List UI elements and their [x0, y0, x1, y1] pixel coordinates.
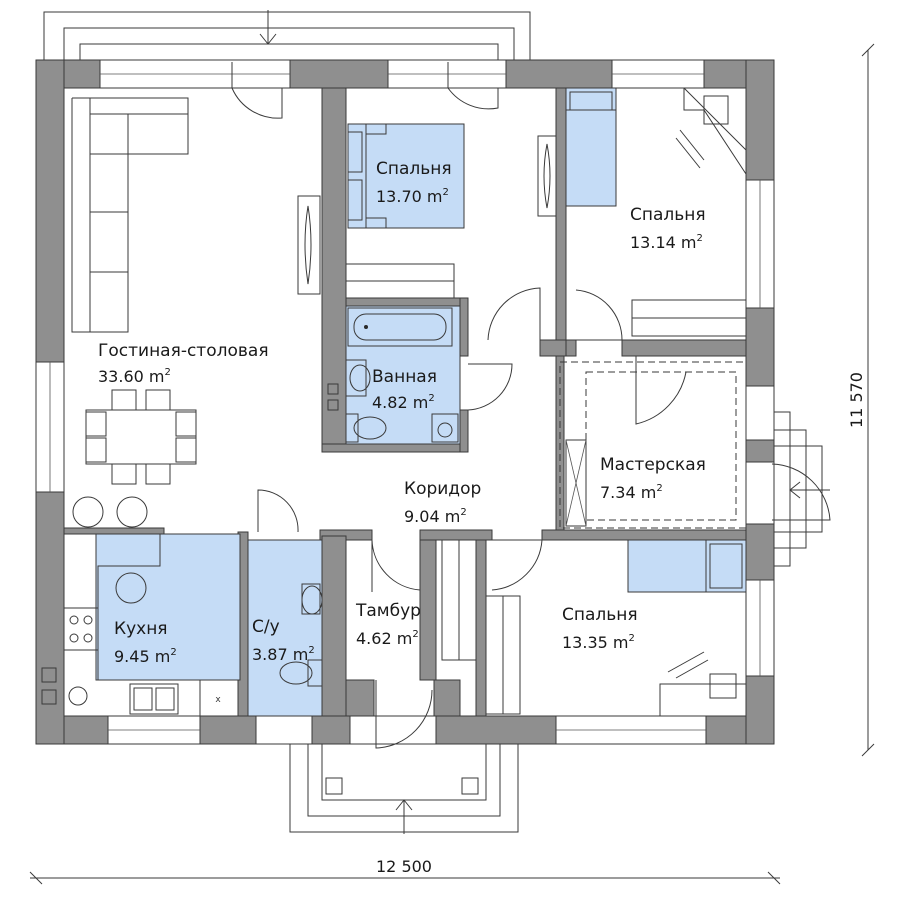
room-area-living: 33.60 m2: [98, 367, 171, 386]
wardrobe-bedroom2: [631, 299, 747, 337]
room-area-bedroom3: 13.35 m2: [562, 633, 635, 652]
room-name-bedroom1: Спальня: [376, 159, 452, 179]
dimension-width-label: 12 500: [376, 857, 432, 876]
room-area-wc: 3.87 m2: [252, 645, 315, 664]
wardrobe-bedroom1: [345, 263, 455, 299]
dimension-height: [861, 43, 875, 757]
dining-table: [85, 389, 197, 485]
corner-sofa: [71, 97, 189, 333]
dimension-height-label: 11 570: [847, 372, 866, 428]
interior-walls: [63, 87, 747, 717]
room-area-kitchen: 9.45 m2: [114, 647, 177, 666]
bedroom2-furniture: [565, 87, 747, 207]
room-area-vestibule: 4.62 m2: [356, 629, 419, 648]
room-name-bedroom3: Спальня: [562, 605, 638, 625]
bar-stools: [72, 496, 148, 528]
bedroom1-furniture: [347, 123, 557, 229]
room-area-bedroom1: 13.70 m2: [376, 187, 449, 206]
room-name-vestibule: Тамбур: [355, 601, 421, 621]
room-area-bathroom: 4.82 m2: [372, 393, 435, 412]
doors: [231, 62, 831, 749]
bottom-porch: [289, 742, 519, 834]
windows: [35, 59, 775, 745]
room-area-bedroom2: 13.14 m2: [630, 233, 703, 252]
room-name-living: Гостиная-столовая: [98, 341, 269, 361]
right-porch: [772, 411, 830, 567]
dimension-width: [29, 871, 781, 885]
room-name-corridor: Коридор: [404, 479, 481, 499]
room-name-workshop: Мастерская: [600, 455, 706, 475]
workshop-fixtures: [559, 361, 747, 529]
bathroom-fixtures: [327, 305, 461, 445]
room-name-wc: С/у: [252, 617, 280, 637]
room-name-bathroom: Ванная: [372, 367, 437, 387]
wc-fixtures: [247, 539, 323, 717]
room-name-bedroom2: Спальня: [630, 205, 706, 225]
bedroom3-furniture: [627, 539, 747, 716]
top-porch: [43, 10, 531, 62]
svg-text:x: x: [215, 695, 221, 705]
room-labels: Гостиная-столовая 33.60 m2 Спальня 13.70…: [98, 159, 706, 666]
room-area-workshop: 7.34 m2: [600, 483, 663, 502]
room-name-kitchen: Кухня: [114, 619, 168, 639]
room-area-corridor: 9.04 m2: [404, 507, 467, 526]
wardrobe-vestibule: [441, 539, 521, 715]
tv-unit: [297, 195, 321, 295]
kitchen-furniture: x: [41, 533, 241, 717]
